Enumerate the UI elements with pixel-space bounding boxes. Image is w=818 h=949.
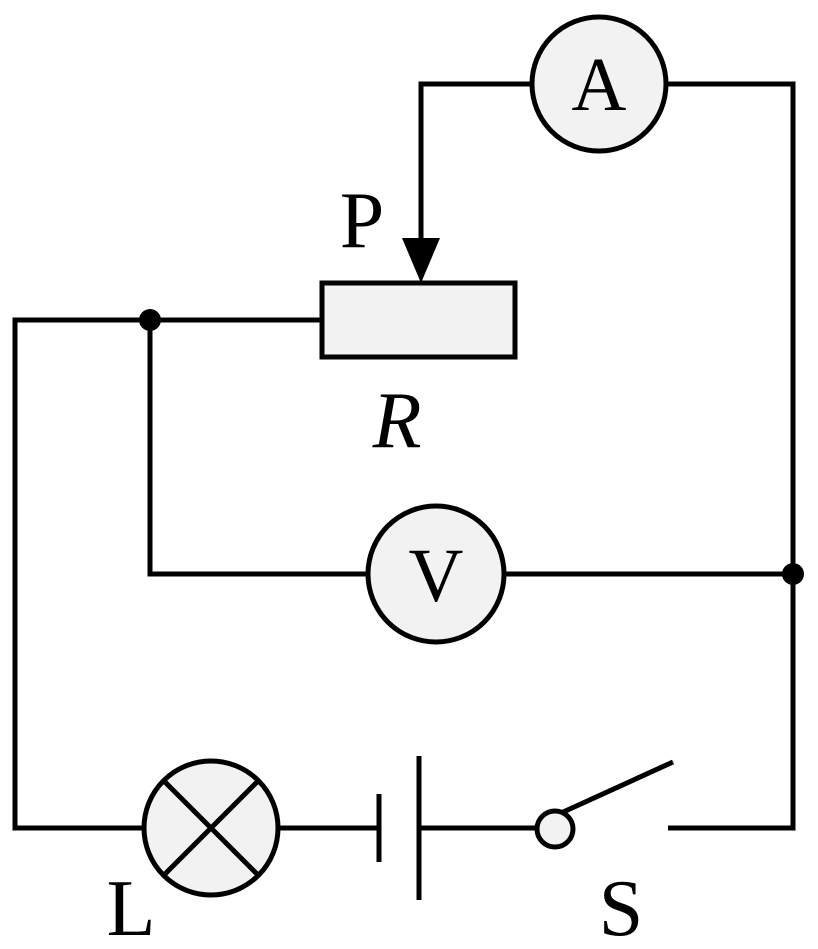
rheostat <box>319 280 518 360</box>
switch <box>534 759 675 850</box>
voltmeter-label: V <box>409 534 464 618</box>
slider-label: P <box>340 177 385 265</box>
slider-arrow <box>402 238 440 283</box>
wire-voltmeter-left <box>147 320 367 577</box>
junction-dot-right <box>782 563 804 585</box>
switch-pivot <box>534 808 576 850</box>
ammeter: A <box>529 14 669 154</box>
lamp-label: L <box>107 865 156 949</box>
wire-ammeter-to-right <box>667 81 796 831</box>
switch-blade <box>559 759 675 816</box>
wire-rheostat-to-lamp <box>12 317 322 831</box>
junction-dot-left <box>139 309 161 331</box>
wires <box>12 81 796 831</box>
voltmeter: V <box>365 503 507 645</box>
lamp <box>141 758 281 898</box>
ammeter-label: A <box>572 43 627 127</box>
switch-label: S <box>599 865 644 949</box>
wire-slider-to-ammeter <box>418 81 531 245</box>
battery <box>376 756 422 900</box>
rheostat-label: R <box>372 377 422 465</box>
